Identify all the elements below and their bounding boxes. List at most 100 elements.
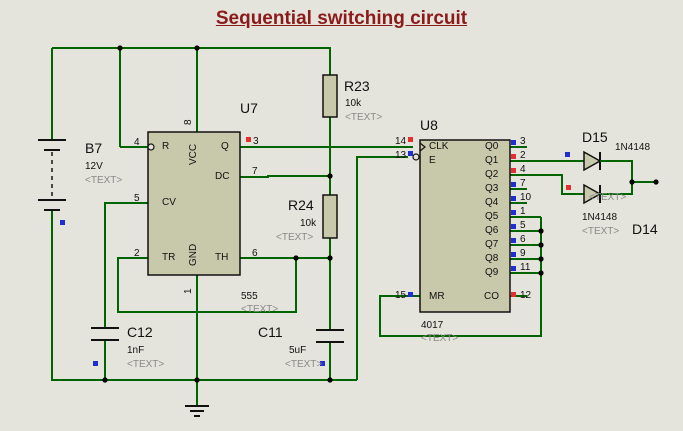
u7-pin-gnd: GND [188, 243, 199, 266]
junction [327, 173, 333, 179]
pin-marker [511, 238, 516, 243]
pin-marker [511, 252, 516, 257]
r24-value: 10k [300, 218, 317, 229]
c12-ref: C12 [127, 324, 153, 340]
u8-enable-bubble [412, 153, 420, 161]
u7-part: 555 [241, 291, 258, 302]
u8-pin-number-q7: 6 [520, 234, 526, 245]
r23-placeholder: <TEXT> [345, 112, 383, 123]
u8-pin-number-co: 12 [520, 290, 532, 301]
u7-pin-number-4: 4 [134, 137, 140, 148]
u7-body [147, 131, 241, 276]
u8-pin-q3: Q3 [485, 183, 499, 194]
u7-pin-number-8: 8 [183, 119, 194, 125]
pin-marker [511, 210, 516, 215]
u7-pin-tr: TR [162, 252, 176, 263]
wire-enable-ground [356, 156, 408, 380]
u7-pin-vcc: VCC [188, 143, 199, 165]
u8-pin-number-q2: 4 [520, 164, 526, 175]
u7-ref: U7 [240, 100, 258, 116]
d15-part: 1N4148 [615, 142, 651, 153]
c11-value: 5uF [289, 345, 307, 356]
u8-pin-number-14: 14 [395, 136, 407, 147]
wires [51, 47, 656, 406]
d14-placeholder: <TEXT> [582, 226, 620, 237]
u7-pin-cv: CV [162, 197, 176, 208]
u7-pin-number-2: 2 [134, 248, 140, 259]
d14-placeholder-overlap: <TEXT> [589, 192, 627, 203]
junction [327, 377, 333, 383]
u7-pin-number-1: 1 [183, 288, 194, 294]
u8-pin-number-q1: 2 [520, 150, 526, 161]
r24-body [322, 194, 338, 239]
u8-pin-number-13: 13 [395, 150, 407, 161]
c12-value: 1nF [127, 345, 145, 356]
u8-pin-number-q6: 5 [520, 220, 526, 231]
pin-marker [511, 154, 516, 159]
u8-pin-q7: Q7 [485, 239, 499, 250]
pin-marker [511, 266, 516, 271]
u7-pin-th: TH [215, 252, 229, 263]
b7-placeholder: <TEXT> [85, 175, 123, 186]
junction [327, 255, 333, 261]
r24-placeholder: <TEXT> [276, 232, 314, 243]
u8-pin-number-q5: 1 [520, 206, 526, 217]
u8-pin-e: E [429, 155, 436, 166]
pin-marker [320, 361, 325, 366]
d15-ref: D15 [582, 129, 608, 145]
pin-marker [511, 182, 516, 187]
d14-symbol [583, 183, 612, 205]
u8-pin-q5: Q5 [485, 211, 499, 222]
pin-marker [408, 151, 413, 156]
u8-part: 4017 [421, 320, 444, 331]
u8-ref: U8 [420, 117, 438, 133]
u8-pin-q1: Q1 [485, 155, 499, 166]
junction [538, 242, 544, 248]
junction [538, 256, 544, 262]
page-title: Sequential switching circuit [215, 8, 468, 29]
c12-symbol [91, 327, 119, 341]
wire-q2-d14 [510, 174, 584, 195]
wire-diode-join [612, 160, 633, 195]
junction [653, 179, 659, 185]
u7-pin-number-3: 3 [253, 136, 259, 147]
u8-pin-co: CO [484, 291, 499, 302]
u8-pin-number-q9: 11 [520, 262, 531, 273]
wire-top-rail [52, 47, 331, 75]
junction [194, 45, 200, 51]
pin-marker [511, 224, 516, 229]
u8-pin-q0: Q0 [485, 141, 499, 152]
u7-pin-number-7: 7 [252, 166, 258, 177]
junction [102, 377, 108, 383]
wire-discharge [240, 175, 330, 178]
r23-ref: R23 [344, 78, 370, 94]
u7-pin-r: R [162, 141, 170, 152]
u8-pin-clk: CLK [429, 141, 449, 152]
u8-pin-q6: Q6 [485, 225, 499, 236]
pin-marker [93, 361, 98, 366]
c11-ref: C11 [258, 324, 283, 340]
junction [629, 179, 635, 185]
junction [538, 228, 544, 234]
u8-pin-number-15: 15 [395, 290, 407, 301]
u7-pin-dc: DC [215, 171, 230, 182]
pin-markers [60, 137, 571, 366]
u8-pin-number-q3: 7 [520, 178, 526, 189]
pin-marker [408, 137, 413, 142]
pin-marker [511, 292, 516, 297]
b7-value: 12V [85, 161, 103, 172]
r24-ref: R24 [288, 197, 314, 213]
junctions [102, 45, 659, 383]
pin-marker [511, 140, 516, 145]
u7-pin-number-6: 6 [252, 248, 258, 259]
c11-placeholder: <TEXT> [285, 359, 323, 370]
u8-pin-mr: MR [429, 291, 445, 302]
junction [538, 270, 544, 276]
wire-bottom-rail [51, 210, 357, 381]
u8-pin-number-q0: 3 [520, 136, 526, 147]
junction [117, 45, 123, 51]
battery-symbol [38, 139, 66, 211]
pin-marker [408, 292, 413, 297]
